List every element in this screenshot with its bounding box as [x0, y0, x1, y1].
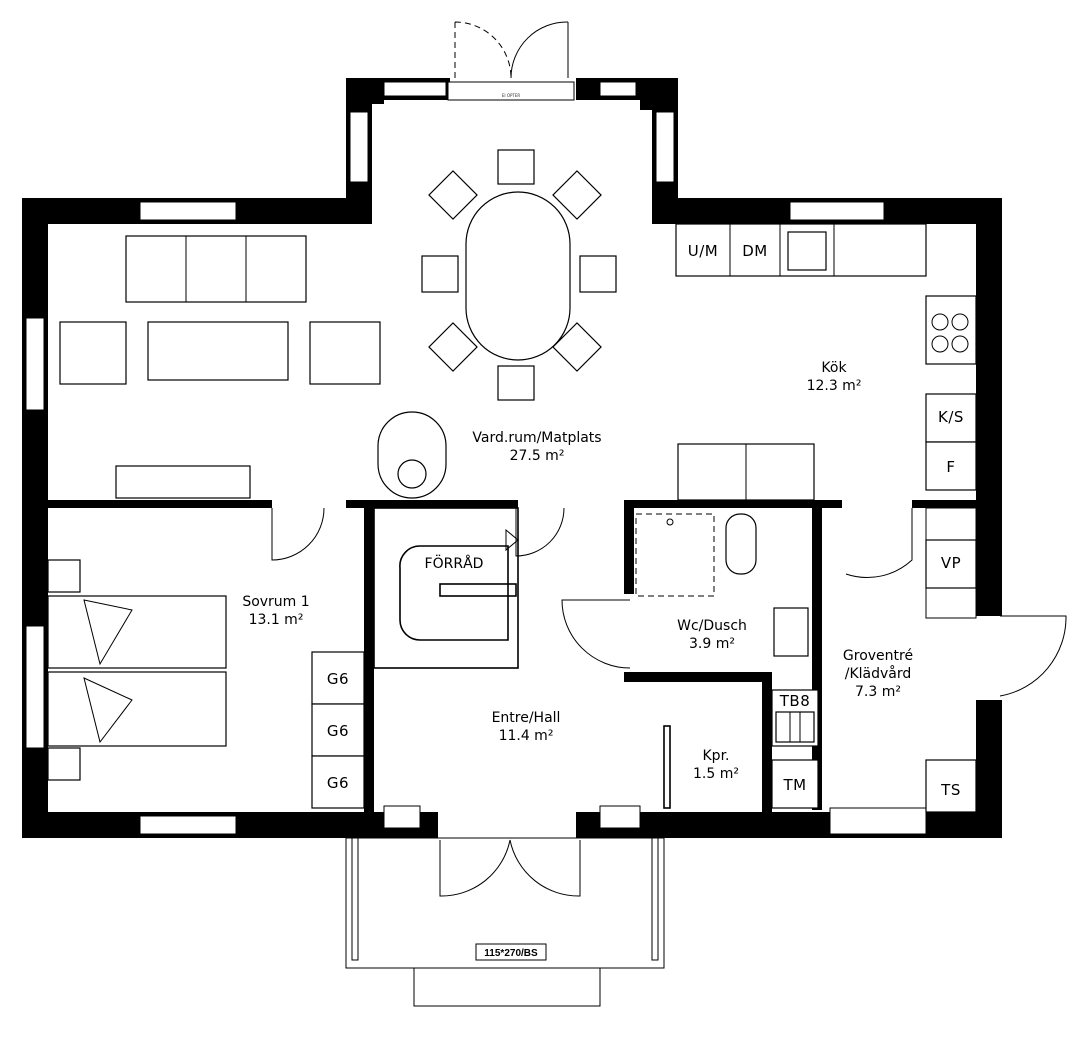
entry-porch: 115*270/BS	[345, 837, 665, 1007]
living-room-area: 27.5 m²	[510, 448, 565, 464]
ks-label: K/S	[938, 408, 964, 426]
bedroom-area: 13.1 m²	[249, 612, 304, 628]
interior-walls	[48, 500, 977, 812]
g6-label-3: G6	[327, 774, 349, 792]
hall-name: Entre/Hall	[492, 710, 561, 726]
window-tag: EI OPTER	[502, 93, 521, 98]
storage-name: FÖRRÅD	[425, 554, 484, 572]
utility-name-line2: /Klädvård	[845, 665, 912, 682]
closet-area: 1.5 m²	[693, 766, 739, 782]
tb8-label: TB8	[779, 692, 811, 710]
bedroom-name: Sovrum 1	[242, 594, 309, 610]
hall-area: 11.4 m²	[499, 728, 554, 744]
um-label: U/M	[688, 242, 718, 260]
wc-fixtures	[635, 513, 809, 657]
g6-label-2: G6	[327, 722, 349, 740]
windows: EI OPTER	[25, 81, 927, 835]
kitchen-fixtures	[675, 223, 977, 589]
appliance-labels: U/M DM K/S F VP G6 G6 G6 TB8 TM TS	[327, 242, 964, 799]
ts-label: TS	[940, 781, 961, 799]
f-label: F	[946, 458, 955, 476]
bedroom-furniture	[47, 559, 365, 809]
utility-area: 7.3 m²	[855, 684, 901, 700]
utility-name-line1: Groventré	[843, 648, 913, 664]
kitchen-name: Kök	[821, 360, 847, 376]
utility-fixtures	[771, 689, 977, 813]
door-tag: 115*270/BS	[484, 948, 538, 959]
kitchen-area: 12.3 m²	[807, 378, 862, 394]
wc-area: 3.9 m²	[689, 636, 735, 652]
wc-name: Wc/Dusch	[677, 618, 747, 634]
living-furniture	[59, 149, 815, 501]
tm-label: TM	[782, 776, 806, 794]
living-room-name: Vard.rum/Matplats	[472, 430, 601, 446]
storage-stair	[399, 528, 519, 641]
g6-label-1: G6	[327, 670, 349, 688]
closet-name: Kpr.	[703, 748, 730, 764]
doors	[271, 21, 1067, 897]
room-labels: Vard.rum/Matplats 27.5 m² Kök 12.3 m² So…	[242, 360, 913, 782]
dm-label: DM	[742, 242, 768, 260]
vp-label: VP	[941, 554, 961, 572]
